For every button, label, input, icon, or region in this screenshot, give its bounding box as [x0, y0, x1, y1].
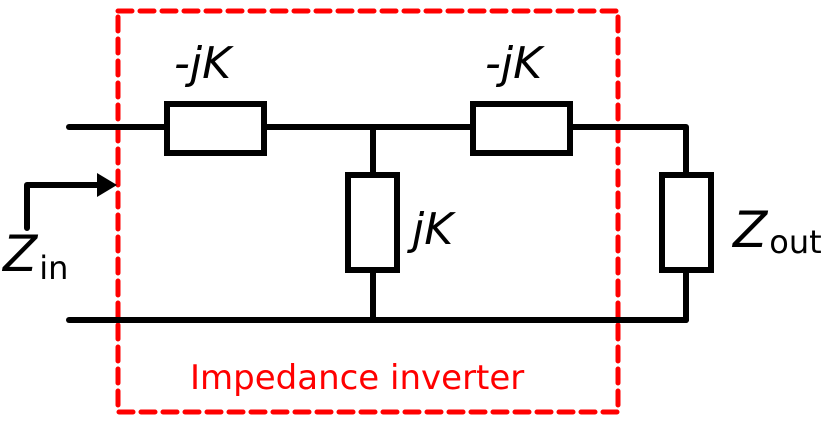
- zin-label: Zin: [1, 225, 68, 287]
- series-1-label: -jK: [174, 38, 234, 89]
- arrow-right-icon: [97, 173, 117, 197]
- series-impedance-2: [470, 101, 573, 156]
- zin-sub: in: [39, 249, 68, 287]
- series-2-label: -jK: [485, 38, 545, 89]
- shunt-impedance: [345, 172, 400, 273]
- zin-arrow-shaft: [24, 182, 101, 231]
- shunt-label: jK: [407, 204, 456, 255]
- load-impedance: [659, 172, 714, 273]
- series-impedance-1: [164, 101, 267, 156]
- impedance-inverter-title: Impedance inverter: [190, 358, 524, 398]
- zin-main: Z: [1, 225, 39, 283]
- zout-sub: out: [769, 223, 821, 261]
- impedance-inverter-boundary: [115, 8, 621, 415]
- zout-label: Zout: [731, 201, 822, 261]
- wire-top-right: [567, 124, 689, 178]
- zout-main: Z: [731, 201, 769, 259]
